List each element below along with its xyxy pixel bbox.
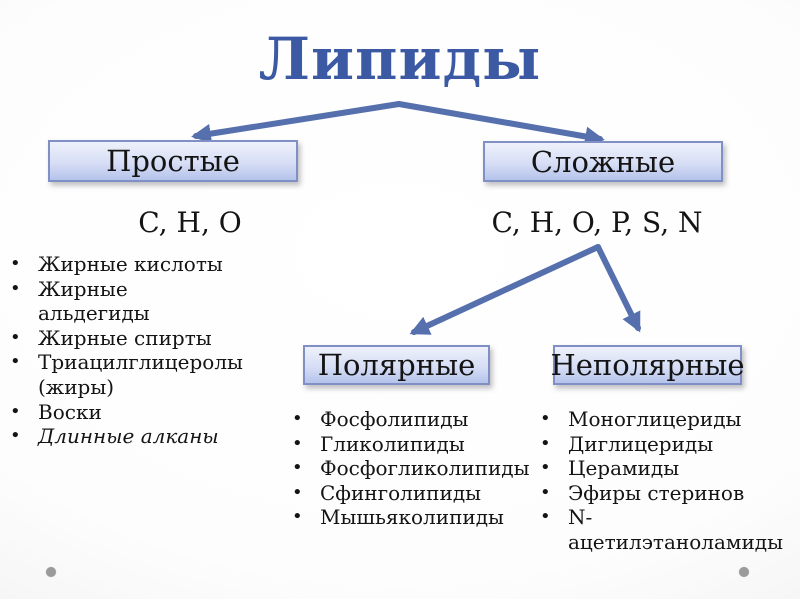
- complex-formula: C, H, O, P, S, N: [491, 206, 703, 239]
- nonpolar-lipids-list: МоноглицеридыДиглицеридыЦерамидыЭфиры ст…: [538, 407, 800, 555]
- arrow-complex-to-nonpolar: [595, 244, 641, 333]
- node-simple-label: Простые: [106, 144, 240, 178]
- list-item: Жирные спирты: [8, 326, 236, 351]
- node-polar-label: Полярные: [317, 348, 476, 382]
- node-complex-box: Сложные: [483, 141, 723, 182]
- list-item: Воски: [8, 400, 236, 425]
- list-item: Фосфолипиды: [290, 407, 525, 432]
- arrow-root-to-simple: [191, 101, 402, 144]
- decor-dot-left: [46, 567, 56, 577]
- arrow-complex-to-polar: [409, 244, 601, 335]
- arrow-root-to-complex: [396, 101, 605, 147]
- list-item: Эфиры стеринов: [538, 481, 800, 506]
- simple-lipids-list: Жирные кислотыЖирные альдегидыЖирные спи…: [8, 252, 243, 449]
- polar-lipids-list: ФосфолипидыГликолипидыФосфогликолипидыСф…: [290, 407, 530, 530]
- node-complex-label: Сложные: [530, 144, 676, 179]
- list-item: Жирные альдегиды: [8, 277, 236, 326]
- node-simple-box: Простые: [48, 140, 298, 182]
- node-polar-box: Полярные: [303, 345, 490, 385]
- list-item: Моноглицериды: [538, 407, 800, 432]
- decor-dot-right: [739, 567, 749, 577]
- list-item: Фосфогликолипиды: [290, 456, 530, 481]
- node-nonpolar-label: Неполярные: [550, 348, 745, 382]
- list-item: Гликолипиды: [290, 432, 525, 457]
- list-item: Диглицериды: [538, 432, 800, 457]
- list-item: Сфинголипиды: [290, 481, 525, 506]
- list-item: N-ацетилэтаноламиды: [538, 505, 800, 554]
- node-nonpolar-box: Неполярные: [550, 345, 745, 385]
- list-item: Церамиды: [538, 456, 800, 481]
- simple-formula: C, H, O: [138, 206, 242, 239]
- list-item: Длинные алканы: [8, 424, 236, 449]
- list-item: Мышьяколипиды: [290, 505, 525, 530]
- page-title: Липиды: [258, 25, 542, 93]
- list-item: Жирные кислоты: [8, 252, 236, 277]
- list-item: Триацилглицеролы (жиры): [8, 350, 243, 399]
